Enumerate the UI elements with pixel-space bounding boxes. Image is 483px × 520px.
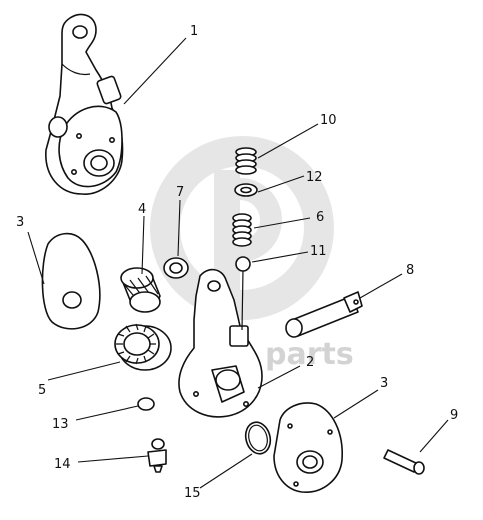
callout-10: 10	[320, 113, 337, 128]
callout-13: 13	[52, 417, 69, 432]
callout-9: 9	[450, 408, 458, 423]
callout-2: 2	[306, 355, 314, 370]
slack-adjuster-body-part-2	[178, 268, 263, 418]
cover-plate-right	[273, 402, 343, 493]
plug-part-13	[137, 397, 155, 411]
callout-8: 8	[406, 263, 414, 278]
callout-4: 4	[138, 202, 146, 217]
ring-gear-part-5	[114, 323, 172, 371]
worm-gear-part-4	[120, 267, 161, 313]
callout-5: 5	[38, 383, 46, 398]
slack-adjuster-top	[45, 13, 124, 195]
callout-7: 7	[176, 185, 184, 200]
callout-3-left: 3	[16, 215, 24, 230]
callout-1: 1	[190, 24, 198, 39]
seal-ring-part-15	[244, 421, 272, 455]
callout-labels: 1 10 12 7 4 6 3 11 8 5 2 13 3 9 14 15	[16, 24, 458, 501]
callout-14: 14	[54, 457, 71, 472]
callout-3-right: 3	[380, 376, 388, 391]
callout-11: 11	[310, 244, 327, 259]
spring-part-10	[235, 147, 257, 175]
leader-lines	[27, 37, 449, 489]
cover-plate-left	[41, 232, 101, 330]
spring-part-6	[232, 213, 252, 247]
bushing-part-7	[163, 257, 189, 279]
pin-part-9	[383, 449, 425, 475]
worm-shaft-part-8	[285, 291, 363, 338]
callout-12: 12	[306, 170, 323, 185]
callout-15: 15	[184, 486, 201, 501]
callout-6: 6	[316, 210, 324, 225]
watermark-text: parts	[265, 337, 354, 372]
plunger-part-11	[235, 256, 251, 331]
washer-part-12	[234, 183, 258, 197]
grease-nipple-part-14	[147, 438, 167, 473]
